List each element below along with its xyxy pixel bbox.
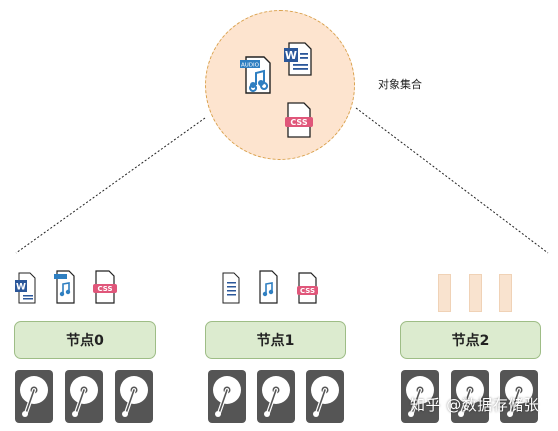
hard-disk-icon (64, 369, 104, 424)
node1-audio-icon (256, 270, 278, 304)
node-1: 节点1 (205, 321, 346, 359)
node0-css-icon: CSS (92, 270, 118, 304)
word-file-icon: W (283, 42, 313, 76)
node0-word-icon: W (14, 272, 36, 304)
word-letter: W (285, 49, 297, 62)
watermark: 知乎 @数据存储张 (410, 396, 540, 414)
node-1-label: 节点1 (256, 333, 295, 349)
node0-audio-icon (53, 270, 75, 304)
hard-disk-icon (400, 369, 440, 424)
node1-word-icon (218, 272, 240, 304)
node2-placeholder-bar (499, 274, 512, 312)
audio-file-icon: AUDIO (238, 55, 272, 95)
collection-label: 对象集合 (378, 78, 422, 91)
node0-word-letter: W (16, 283, 26, 293)
hard-disk-icon (256, 369, 296, 424)
node-0: 节点0 (14, 321, 156, 359)
hard-disk-icon (305, 369, 345, 424)
node1-css-tag: CSS (300, 287, 315, 295)
node-2-label: 节点2 (451, 333, 490, 349)
node2-placeholder-bar (469, 274, 482, 312)
audio-tag-text: AUDIO (241, 63, 260, 69)
hard-disk-icon (450, 369, 490, 424)
hard-disk-icon (207, 369, 247, 424)
hard-disk-icon (114, 369, 154, 424)
css-tag-text: CSS (290, 118, 307, 127)
node0-css-tag: CSS (97, 285, 112, 293)
node1-css-icon: CSS (294, 272, 320, 304)
css-file-icon: CSS (283, 102, 315, 138)
object-collection (205, 10, 355, 160)
connector-left (15, 117, 206, 254)
hard-disk-icon (14, 369, 54, 424)
node2-placeholder-bar (438, 274, 451, 312)
node-0-label: 节点0 (66, 333, 104, 349)
connector-right (355, 107, 549, 254)
hard-disk-icon (499, 369, 539, 424)
node-2: 节点2 (400, 321, 541, 359)
